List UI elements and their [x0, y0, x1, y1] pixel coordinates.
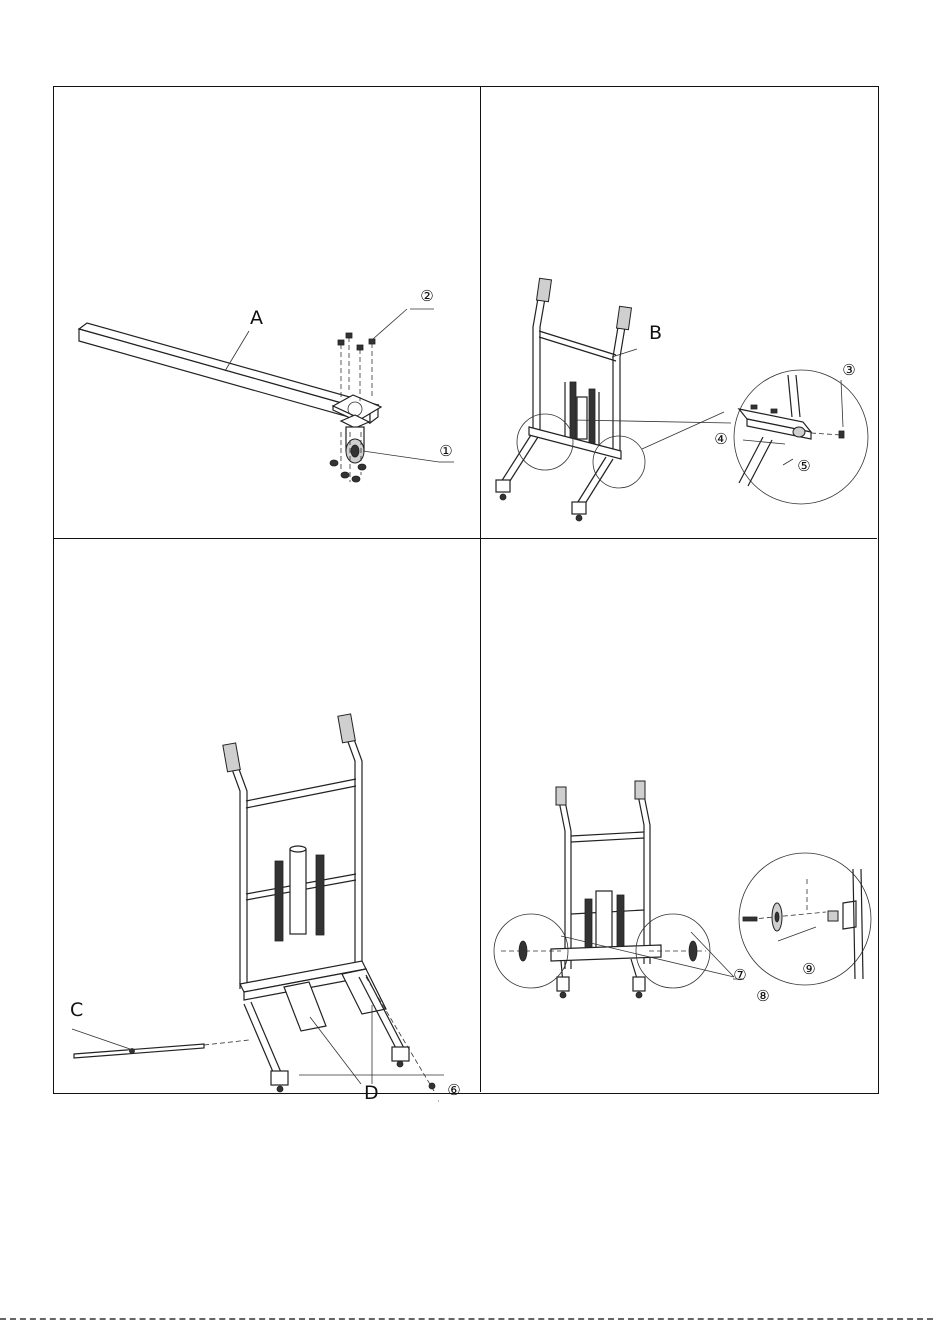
trolley-frame-with-wheels	[551, 781, 661, 998]
label-a: A	[250, 307, 263, 329]
axle-c	[74, 1040, 249, 1058]
panel-step-4: ⑦ ⑨ ⑧	[481, 539, 877, 1092]
callout-2: ②	[420, 287, 433, 305]
label-d: D	[364, 1082, 379, 1104]
assembly-diagram-grid: A ② ①	[53, 86, 879, 1094]
label-b: B	[649, 322, 662, 344]
callout-9: ⑨	[802, 960, 815, 978]
trolley-frame-b	[496, 278, 631, 521]
callout-3: ③	[842, 361, 855, 379]
callout-6: ⑥	[447, 1081, 460, 1099]
detail-view-circle	[734, 370, 868, 504]
callout-5: ⑤	[797, 457, 810, 475]
callout-8: ⑧	[756, 987, 769, 1005]
step-1-drawing: A ② ①	[54, 87, 481, 539]
panel-step-3: C D ⑥	[54, 539, 481, 1092]
step-2-drawing: B ③ ④ ⑤	[481, 87, 877, 539]
panel-step-2: B ③ ④ ⑤	[481, 87, 877, 539]
label-c: C	[70, 999, 83, 1021]
trolley-frame-assembled	[223, 714, 409, 1092]
step-3-drawing: C D ⑥	[54, 539, 481, 1092]
step-4-drawing: ⑦ ⑨ ⑧	[481, 539, 877, 1092]
callout-7: ⑦	[733, 966, 746, 984]
page-bottom-rule	[0, 1318, 933, 1320]
callout-4: ④	[714, 430, 727, 448]
panel-step-1: A ② ①	[54, 87, 481, 539]
callout-1: ①	[439, 442, 452, 460]
